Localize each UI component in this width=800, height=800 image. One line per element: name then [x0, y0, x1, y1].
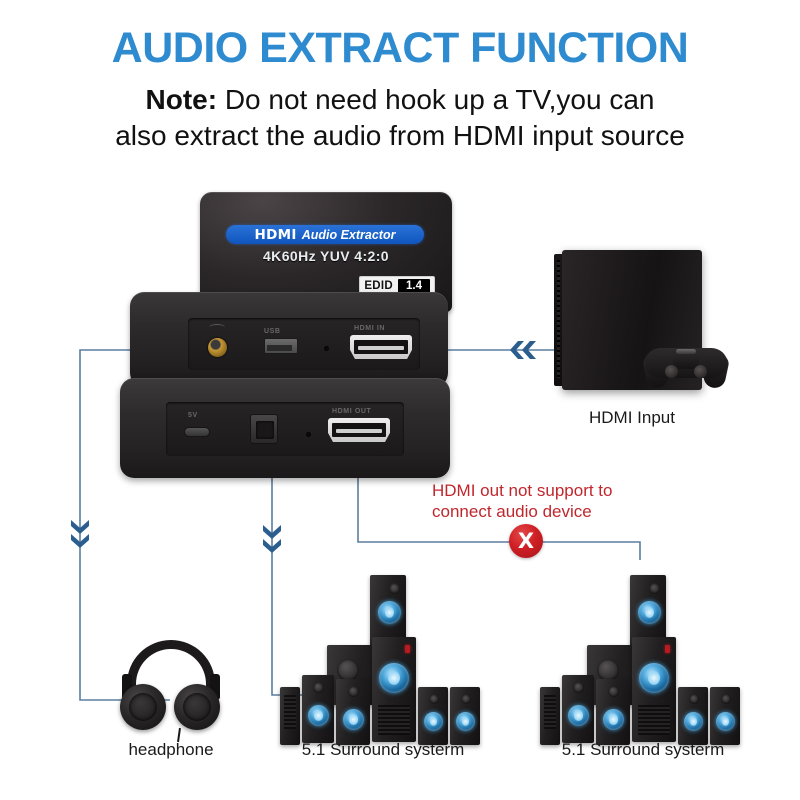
headphone-slider-right	[210, 674, 220, 700]
speaker-satellite	[562, 675, 594, 743]
driver-icon	[379, 663, 409, 693]
driver-icon	[638, 601, 661, 624]
hdmi-out-label: HDMI OUT	[332, 408, 372, 415]
hdmi-brand-badge: HDMI Audio Extractor	[226, 225, 424, 244]
note-text: Note: Do not need hook up a TV,you can a…	[0, 82, 800, 154]
tweeter-icon	[721, 694, 731, 704]
speaker-satellite	[710, 687, 740, 745]
driver-icon	[684, 712, 703, 731]
edid-sticker: EDID 1.4	[359, 276, 435, 295]
hdmi-in-label: HDMI IN	[354, 325, 386, 332]
headphone-headband	[127, 640, 215, 696]
front-port-panel: USB HDMI IN	[188, 318, 420, 370]
edid-label: EDID	[364, 279, 393, 292]
driver-icon	[568, 705, 589, 726]
speaker-main-column	[632, 637, 676, 742]
status-led-rear	[306, 432, 311, 437]
tweeter-icon	[389, 583, 400, 594]
controller-lightbar	[676, 349, 696, 354]
power-port-label: 5V	[188, 412, 198, 419]
hdmi-logo-text: HDMI	[254, 226, 297, 243]
controller-stick-left	[665, 365, 678, 378]
tweeter-icon	[313, 682, 324, 693]
device-spec-text: 4K60Hz YUV 4:2:0	[263, 248, 389, 264]
rear-port-panel: 5V HDMI OUT	[166, 402, 404, 456]
port-usb-c-power	[184, 427, 210, 437]
port-optical-toslink	[250, 414, 278, 444]
device-model-text: Audio Extractor	[301, 227, 396, 242]
warning-line-2: connect audio device	[432, 502, 592, 522]
warning-line-1: HDMI out not support to	[432, 481, 613, 500]
caption-hdmi-input: HDMI Input	[589, 408, 675, 427]
driver-icon	[456, 712, 475, 731]
surround-system-right	[532, 575, 762, 745]
note-label: Note:	[145, 84, 218, 115]
tweeter-icon	[348, 686, 359, 697]
surround-system-left	[272, 575, 502, 745]
edid-value: 1.4	[398, 278, 430, 293]
device-rear-shell: 5V HDMI OUT	[120, 378, 450, 478]
speaker-satellite	[450, 687, 480, 745]
tweeter-icon	[429, 694, 439, 704]
headphone-symbol-icon	[209, 324, 225, 331]
hdmi-audio-extractor-device: HDMI Audio Extractor 4K60Hz YUV 4:2:0 ED…	[112, 192, 472, 482]
speaker-vent	[638, 705, 670, 735]
caption-surround-left: 5.1 Surround systerm	[301, 740, 465, 759]
tweeter-icon	[573, 682, 584, 693]
tweeter-icon	[461, 694, 471, 704]
game-controller	[641, 340, 731, 390]
controller-touchpad	[673, 357, 699, 369]
headphone-product	[118, 640, 224, 743]
tweeter-icon	[649, 583, 660, 594]
driver-icon	[378, 601, 401, 624]
speaker-satellite	[418, 687, 448, 745]
controller-stick-right	[694, 365, 707, 378]
headphone-slider-left	[122, 674, 132, 700]
speaker-satellite	[540, 687, 560, 745]
speaker-vent	[284, 695, 296, 729]
driver-icon	[603, 709, 624, 730]
port-hdmi-out	[328, 418, 390, 442]
speaker-satellite	[336, 679, 370, 745]
chevron-down-icon-optical	[263, 525, 281, 553]
driver-icon	[424, 712, 443, 731]
status-led	[324, 346, 329, 351]
port-usb-a	[264, 338, 298, 354]
note-line-1: Do not need hook up a TV,you can	[217, 84, 655, 115]
chevron-left-icon	[510, 341, 536, 359]
device-front-shell: USB HDMI IN	[130, 292, 448, 387]
driver-icon	[639, 663, 669, 693]
usb-port-label: USB	[264, 328, 281, 335]
speaker-satellite	[678, 687, 708, 745]
page-title: AUDIO EXTRACT FUNCTION	[111, 24, 689, 72]
speaker-satellite	[596, 679, 630, 745]
driver-icon	[308, 705, 329, 726]
speaker-vent	[378, 705, 410, 735]
tweeter-icon	[689, 694, 699, 704]
headphone-earcup-right	[174, 684, 220, 730]
subwoofer-port-icon	[337, 659, 359, 681]
caption-surround-right: 5.1 Surround systerm	[561, 740, 725, 759]
port-hdmi-in	[350, 335, 412, 359]
subwoofer-port-icon	[597, 659, 619, 681]
driver-icon	[343, 709, 364, 730]
speaker-satellite	[280, 687, 300, 745]
speaker-satellite	[302, 675, 334, 743]
chevron-down-icon-headphone	[71, 520, 89, 548]
power-indicator	[665, 645, 670, 653]
caption-headphone: headphone	[128, 740, 214, 759]
console-vent	[557, 260, 560, 378]
speaker-vent	[544, 695, 556, 729]
power-indicator	[405, 645, 410, 653]
speaker-main-column	[372, 637, 416, 742]
warning-text: HDMI out not support to connect audio de…	[432, 480, 658, 522]
port-audio-35mm	[208, 338, 227, 357]
tweeter-icon	[608, 686, 619, 697]
note-line-2: also extract the audio from HDMI input s…	[115, 119, 685, 151]
headphone-earcup-left	[120, 684, 166, 730]
x-mark-icon: X	[509, 524, 543, 558]
driver-icon	[716, 712, 735, 731]
